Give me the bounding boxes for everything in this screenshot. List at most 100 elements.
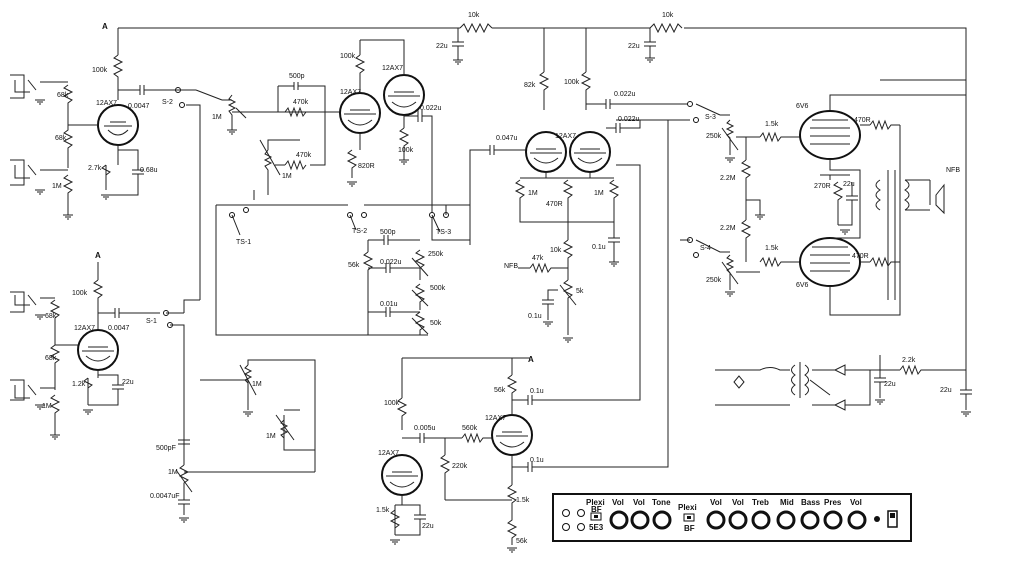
input2-rgrid-label: 1M bbox=[42, 403, 52, 410]
mixer-cbot-label: 0.0047uF bbox=[150, 493, 180, 500]
input1-ccath-label: 0.68u bbox=[140, 167, 158, 174]
ts1-label: TS-1 bbox=[236, 239, 251, 246]
input1-rcath-label: 2.7k bbox=[88, 165, 102, 172]
mixer-ctop-label: 500pF bbox=[156, 445, 176, 452]
knob-presence[interactable] bbox=[823, 510, 843, 530]
stagea-cbright-label: 500p bbox=[289, 73, 305, 80]
gain-stage-a bbox=[226, 39, 433, 220]
ts-cbass-label: 0.022u bbox=[380, 259, 402, 266]
power-pot1-label: 250k bbox=[706, 133, 722, 140]
ts-rslope-label: 56k bbox=[348, 262, 360, 269]
knob-vol-1[interactable] bbox=[609, 510, 629, 530]
power-nfb-label: NFB bbox=[946, 167, 960, 174]
panel-label-bass: Bass bbox=[801, 498, 821, 507]
mixer-pot2-label: 1M bbox=[266, 433, 276, 440]
pi-cin2-label: 0.022u bbox=[614, 91, 636, 98]
mixer-pot3-label: 1M bbox=[168, 469, 178, 476]
v1-label: 12AX7 bbox=[96, 100, 117, 107]
switch-s2-label: S-2 bbox=[162, 99, 173, 106]
bottom-rcath1-label: 1.5k bbox=[376, 507, 390, 514]
knob-vol-4[interactable] bbox=[728, 510, 748, 530]
v3-label: 12AX7 bbox=[382, 65, 403, 72]
tube-v4 bbox=[77, 329, 119, 371]
tube-v3 bbox=[383, 74, 425, 116]
power-rgrid1-label: 1.5k bbox=[765, 121, 779, 128]
panel-switch-a-bottom: 5E3 bbox=[589, 523, 604, 532]
power-rbias2-label: 2.2M bbox=[720, 225, 736, 232]
bottom-rcath3-label: 56k bbox=[516, 538, 528, 545]
knob-bass[interactable] bbox=[800, 510, 820, 530]
panel-switch-a-top: BF bbox=[591, 505, 602, 514]
input2-rin-a-label: 68k bbox=[45, 313, 57, 320]
panel-label-mid: Mid bbox=[780, 498, 794, 507]
input2-ccpl-label: 0.0047 bbox=[108, 325, 130, 332]
tube-p2 bbox=[799, 237, 861, 287]
power-rbias1-label: 2.2M bbox=[720, 175, 736, 182]
jack-2 bbox=[577, 509, 585, 517]
phase-inverter bbox=[469, 71, 690, 343]
bottom-cout2-label: 0.1u bbox=[530, 457, 544, 464]
bottom-rplate1-label: 100k bbox=[384, 400, 400, 407]
tube-v1 bbox=[97, 104, 139, 146]
switch-s2 bbox=[172, 87, 232, 300]
panel-switch-b-bottom: BF bbox=[684, 524, 695, 533]
supply-c3-label: 22u bbox=[884, 381, 896, 388]
supply-c2-label: 22u bbox=[628, 43, 640, 50]
power-supply bbox=[715, 355, 972, 417]
panel-label-plexi-a: Plexi bbox=[586, 498, 605, 507]
input2-rplate-label: 100k bbox=[72, 290, 88, 297]
stagea-rcath-label: 820R bbox=[358, 163, 375, 170]
power-rscreen1-label: 470R bbox=[854, 117, 871, 124]
stagea-pot-label: 1M bbox=[212, 114, 222, 121]
pi-cin1-label: 0.047u bbox=[496, 135, 518, 142]
input1-rin-b-label: 68k bbox=[55, 135, 67, 142]
ts3-label: TS-3 bbox=[436, 229, 451, 236]
pi-nfb-label: NFB bbox=[504, 263, 518, 270]
pi-cpres-label: 0.1u bbox=[528, 313, 542, 320]
pi-rtail2-label: 10k bbox=[550, 247, 562, 254]
power-ccath-label: 22u bbox=[843, 181, 855, 188]
p2-label: 6V6 bbox=[796, 282, 809, 289]
node-a-bottom: A bbox=[528, 355, 534, 364]
stagea-rplate-label: 100k bbox=[340, 53, 356, 60]
panel-label-pres: Pres bbox=[824, 498, 842, 507]
knob-treble[interactable] bbox=[751, 510, 771, 530]
knob-vol-3[interactable] bbox=[706, 510, 726, 530]
pi-cin3-label: 0.022u bbox=[618, 116, 640, 123]
knob-vol-2[interactable] bbox=[630, 510, 650, 530]
input1-rgrid-label: 1M bbox=[52, 183, 62, 190]
ts-ctreble-label: 500p bbox=[380, 229, 396, 236]
pi-rgrid2-label: 1M bbox=[594, 190, 604, 197]
v6-label: 12AX7 bbox=[485, 415, 506, 422]
panel-label-treb: Treb bbox=[752, 498, 769, 507]
panel-label-vol-4: Vol bbox=[732, 498, 744, 507]
v4-label: 12AX7 bbox=[74, 325, 95, 332]
ts-potbass-label: 500k bbox=[430, 285, 446, 292]
pi-rtail-label: 470R bbox=[546, 201, 563, 208]
pi-rplate2-label: 100k bbox=[564, 79, 580, 86]
front-panel bbox=[552, 493, 912, 542]
stagea-pot2-label: 1M bbox=[282, 173, 292, 180]
bottom-rmix-label: 560k bbox=[462, 425, 478, 432]
stagea-rmix2-label: 470k bbox=[296, 152, 312, 159]
pi-rnfb-label: 47k bbox=[532, 255, 544, 262]
pilot-light bbox=[874, 516, 880, 522]
stagea-rplate2-label: 100k bbox=[398, 147, 414, 154]
power-rcath-label: 270R bbox=[814, 183, 831, 190]
ts-potmid-label: 50k bbox=[430, 320, 442, 327]
supply-r3-label: 2.2k bbox=[902, 357, 916, 364]
v2-label: 12AX7 bbox=[340, 89, 361, 96]
input2-rcath-label: 1.2k bbox=[72, 381, 86, 388]
pi-rgrid1-label: 1M bbox=[528, 190, 538, 197]
knob-tone[interactable] bbox=[652, 510, 672, 530]
mixer-pots bbox=[175, 359, 316, 523]
knob-master[interactable] bbox=[847, 510, 867, 530]
knob-mid[interactable] bbox=[776, 510, 796, 530]
panel-label-vol-3: Vol bbox=[710, 498, 722, 507]
jack-3 bbox=[562, 523, 570, 531]
input-stage-2 bbox=[10, 262, 200, 450]
pi-rplate1-label: 82k bbox=[524, 82, 536, 89]
bottom-rgrid-label: 220k bbox=[452, 463, 468, 470]
power-rgrid2-label: 1.5k bbox=[765, 245, 779, 252]
